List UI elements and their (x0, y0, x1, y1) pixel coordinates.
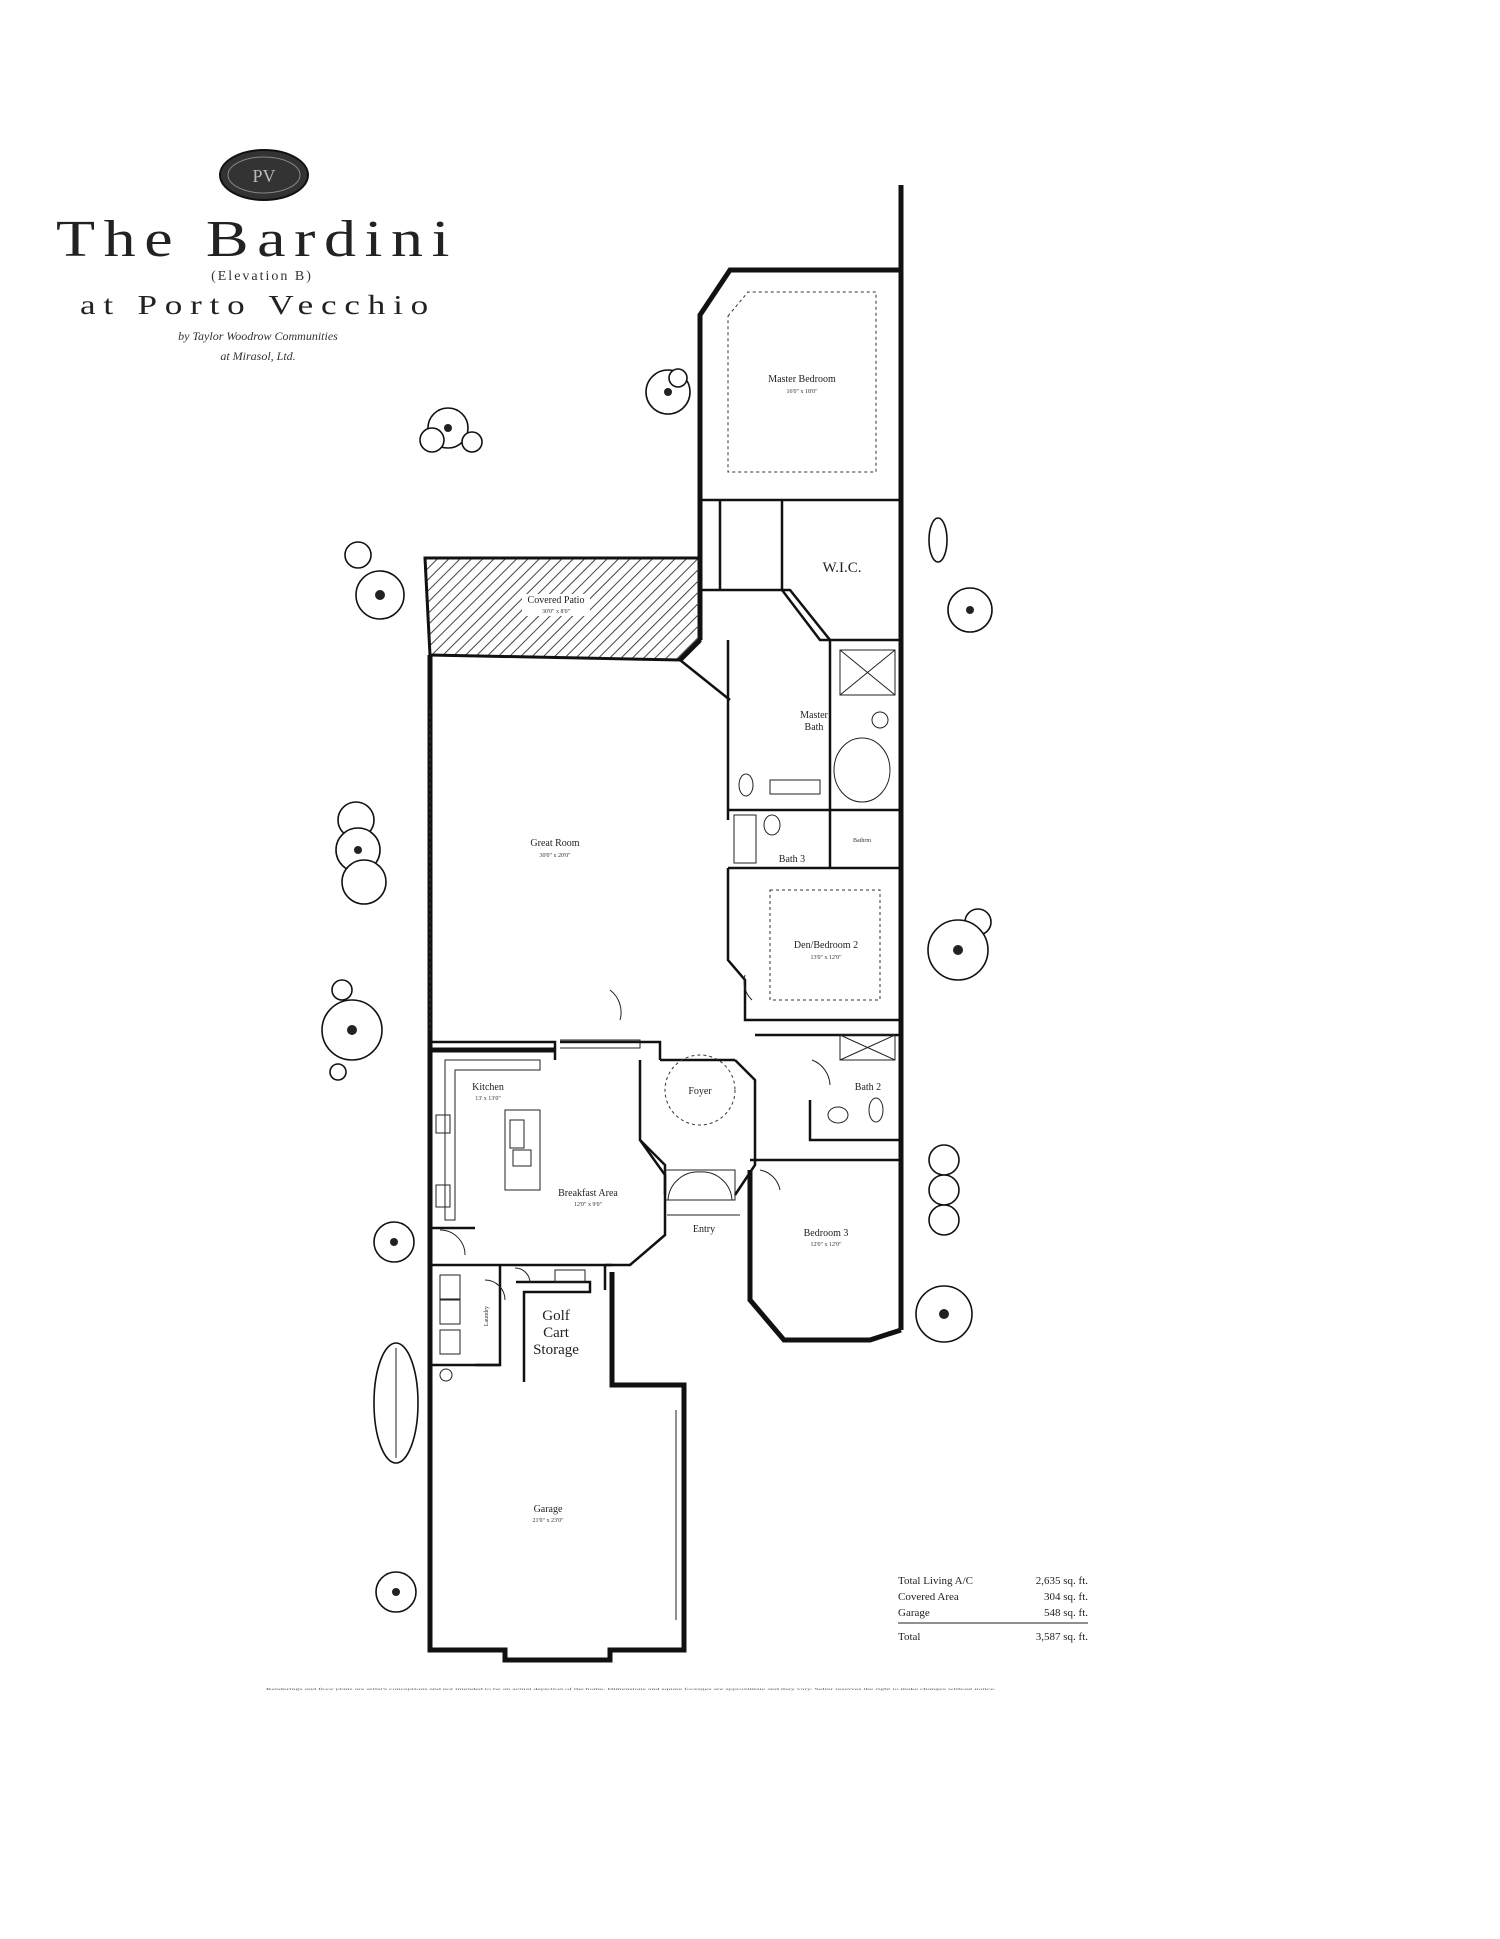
area-row-value: 2,635 sq. ft. (1036, 1575, 1089, 1587)
covered-patio-dims: 30'0" x 8'0" (542, 609, 571, 615)
shrub-icon (645, 368, 691, 415)
breakfast-area-dims: 12'0" x 9'0" (574, 1202, 603, 1208)
area-row-label: Total Living A/C (898, 1575, 973, 1587)
logo-emblem: PV (219, 149, 309, 201)
shrub-icon (335, 801, 387, 905)
shrub-icon (927, 908, 992, 981)
shrub-icon (344, 541, 405, 620)
shrub-icon (928, 517, 948, 563)
garage-dims: 21'0" x 23'0" (532, 1518, 564, 1524)
den-bedroom-2-dims: 13'0" x 12'0" (810, 955, 842, 961)
area-row-label: Garage (898, 1607, 930, 1619)
shrub-icon (928, 1144, 960, 1236)
golf-cart-line-1: Golf (542, 1308, 570, 1324)
shrub-icon (375, 1571, 417, 1613)
laundry-label: Laundry (484, 1306, 490, 1326)
interior-walls (428, 291, 901, 1620)
golf-cart-line-3: Storage (533, 1342, 579, 1358)
covered-patio: Covered Patio 30'0" x 8'0" (423, 556, 702, 662)
shrub-icon (373, 1221, 415, 1263)
master-bedroom-label: Master Bedroom (768, 374, 836, 385)
room-labels: Master Bedroom 16'0" x 18'0" W.I.C. Mast… (472, 374, 881, 1524)
landscaping (321, 368, 993, 1613)
breakfast-area-label: Breakfast Area (558, 1188, 618, 1199)
kitchen-label: Kitchen (472, 1082, 504, 1093)
great-room-dims: 30'0" x 20'0" (539, 853, 571, 859)
area-total-value: 3,587 sq. ft. (1036, 1631, 1089, 1643)
shrub-icon (947, 587, 993, 633)
golf-cart-line-2: Cart (543, 1325, 570, 1341)
plan-title: The Bardini (56, 211, 458, 268)
shrub-icon (373, 1342, 419, 1464)
covered-patio-label: Covered Patio (528, 595, 585, 606)
shrub-icon (321, 979, 383, 1081)
area-row-value: 304 sq. ft. (1044, 1591, 1088, 1603)
area-total-label: Total (898, 1631, 920, 1643)
den-bedroom-2-label: Den/Bedroom 2 (794, 940, 858, 951)
plan-builder-line-2: at Mirasol, Ltd. (220, 349, 295, 363)
shrub-icon (915, 1285, 973, 1343)
bathroom-label: Bathrm (853, 838, 871, 844)
plan-builder-line-1: by Taylor Woodrow Communities (178, 329, 338, 343)
kitchen-dims: 13' x 13'0" (475, 1096, 501, 1102)
garage-label: Garage (534, 1504, 563, 1515)
area-summary: Total Living A/C 2,635 sq. ft. Covered A… (898, 1575, 1088, 1643)
bedroom-3-label: Bedroom 3 (804, 1228, 849, 1239)
bedroom-3-dims: 12'0" x 12'0" (810, 1242, 842, 1248)
bath-2-label: Bath 2 (855, 1082, 881, 1093)
svg-text:PV: PV (252, 166, 275, 186)
shrub-icon (419, 407, 483, 453)
master-bath-label-2: Bath (805, 722, 824, 733)
plan-elevation: (Elevation B) (211, 269, 313, 284)
area-row-value: 548 sq. ft. (1044, 1607, 1088, 1619)
foyer-label: Foyer (688, 1086, 712, 1097)
great-room-label: Great Room (530, 838, 579, 849)
area-row-label: Covered Area (898, 1591, 959, 1603)
title-block: PV The Bardini (Elevation B) at Porto Ve… (56, 149, 458, 363)
entry-label: Entry (693, 1224, 715, 1235)
plan-community: at Porto Vecchio (80, 290, 436, 320)
bath-3-label: Bath 3 (779, 854, 805, 865)
disclaimer: Renderings and floor plans are artist's … (266, 1687, 997, 1691)
wic-label: W.I.C. (822, 560, 861, 576)
master-bedroom-dims: 16'0" x 18'0" (786, 389, 818, 395)
master-bath-label-1: Master (800, 710, 828, 721)
